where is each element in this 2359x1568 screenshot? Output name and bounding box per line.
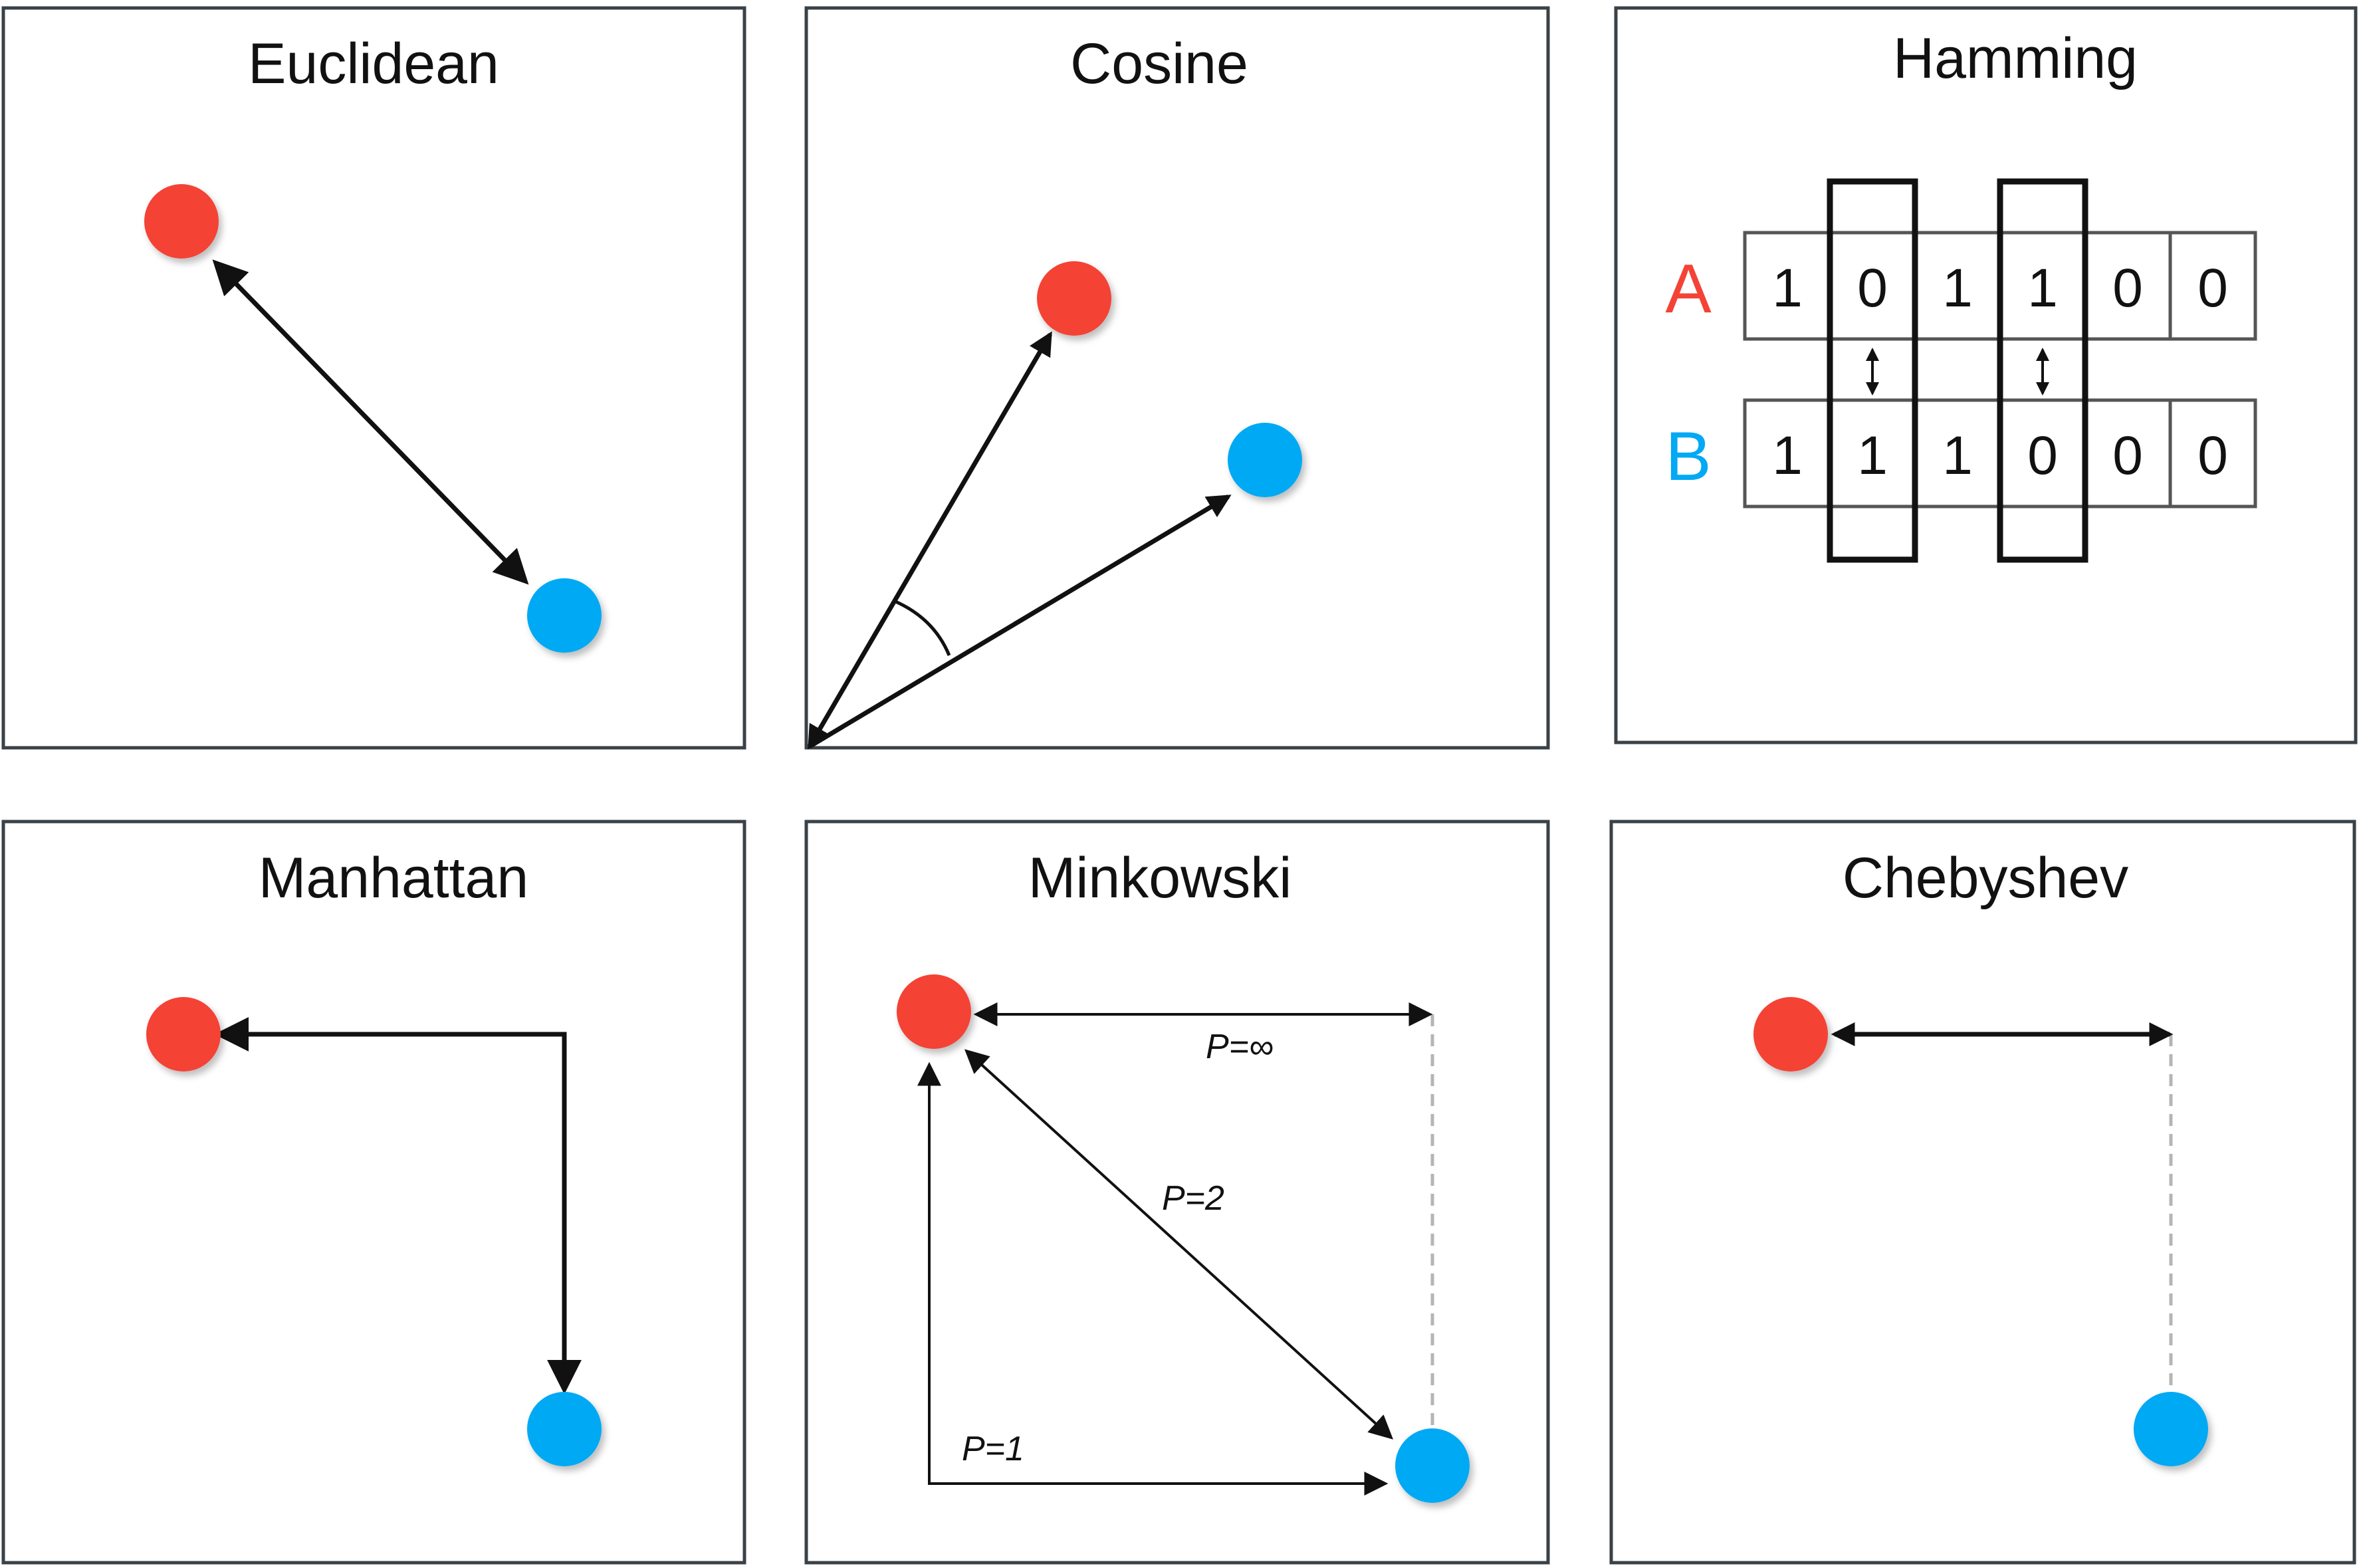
point-b xyxy=(527,1392,602,1466)
vector-a-arrow xyxy=(807,331,1053,750)
bit-cell-b xyxy=(2168,398,2257,508)
bit-b: 0 xyxy=(2027,425,2058,486)
euclidean-distance-arrow xyxy=(212,259,529,585)
bit-b: 0 xyxy=(2112,425,2143,486)
panel-hamming: Hamming A B 1 0 1 1 0 0 1 1 1 0 0 0 xyxy=(1614,6,2358,744)
panel-euclidean: Euclidean xyxy=(1,6,746,750)
angle-arc xyxy=(893,599,951,656)
point-b xyxy=(527,578,602,653)
bit-b: 1 xyxy=(1942,425,1973,486)
p-1-arrow xyxy=(917,1062,1389,1496)
bit-a: 0 xyxy=(2197,258,2228,318)
bit-b: 1 xyxy=(1857,425,1888,486)
panel-frame xyxy=(1609,820,2356,1565)
bit-a: 1 xyxy=(1772,258,1803,318)
bit-cell-a xyxy=(2168,231,2257,341)
panel-title: Manhattan xyxy=(259,846,528,910)
bit-a: 1 xyxy=(2027,258,2058,318)
point-a xyxy=(897,974,971,1049)
point-b xyxy=(1395,1428,1470,1503)
panel-frame xyxy=(1,6,746,750)
point-a xyxy=(146,997,221,1071)
panel-cosine: Cosine xyxy=(804,6,1550,750)
vector-b-arrow xyxy=(808,494,1232,749)
point-b xyxy=(2134,1392,2208,1466)
panel-manhattan: Manhattan xyxy=(1,820,746,1565)
point-a xyxy=(144,184,219,259)
panel-title: Euclidean xyxy=(248,32,499,96)
bit-b: 1 xyxy=(1772,425,1803,486)
panel-frame xyxy=(804,6,1550,750)
difference-highlight xyxy=(1827,178,1918,563)
panel-chebyshev: Chebyshev xyxy=(1609,820,2356,1565)
bit-cell-b xyxy=(1998,398,2087,508)
panel-title: Minkowski xyxy=(1028,846,1292,910)
panel-title: Hamming xyxy=(1893,27,2138,90)
bit-a: 0 xyxy=(2112,258,2143,318)
panel-title: Chebyshev xyxy=(1843,846,2128,910)
p-1-label: P=1 xyxy=(962,1430,1024,1468)
row-b-label: B xyxy=(1665,418,1711,495)
p-2-label: P=2 xyxy=(1162,1179,1224,1218)
panel-title: Cosine xyxy=(1070,32,1248,96)
bit-cell-a xyxy=(1828,231,1917,341)
point-a xyxy=(1037,261,1111,336)
row-a-label: A xyxy=(1665,251,1712,328)
difference-highlight xyxy=(1997,178,2088,563)
p-infinity-label: P=∞ xyxy=(1206,1028,1274,1066)
bit-cell-a xyxy=(1743,231,1832,341)
bit-a: 1 xyxy=(1942,258,1973,318)
panel-frame xyxy=(1,820,746,1565)
panel-minkowski: Minkowski P=∞ P=2 P=1 xyxy=(804,820,1550,1565)
bit-b: 0 xyxy=(2197,425,2228,486)
point-b xyxy=(1228,423,1302,497)
bit-a: 0 xyxy=(1857,258,1888,318)
panel-frame xyxy=(1614,6,2358,744)
point-a xyxy=(1753,997,1828,1071)
bit-cell-a xyxy=(1913,231,2002,341)
